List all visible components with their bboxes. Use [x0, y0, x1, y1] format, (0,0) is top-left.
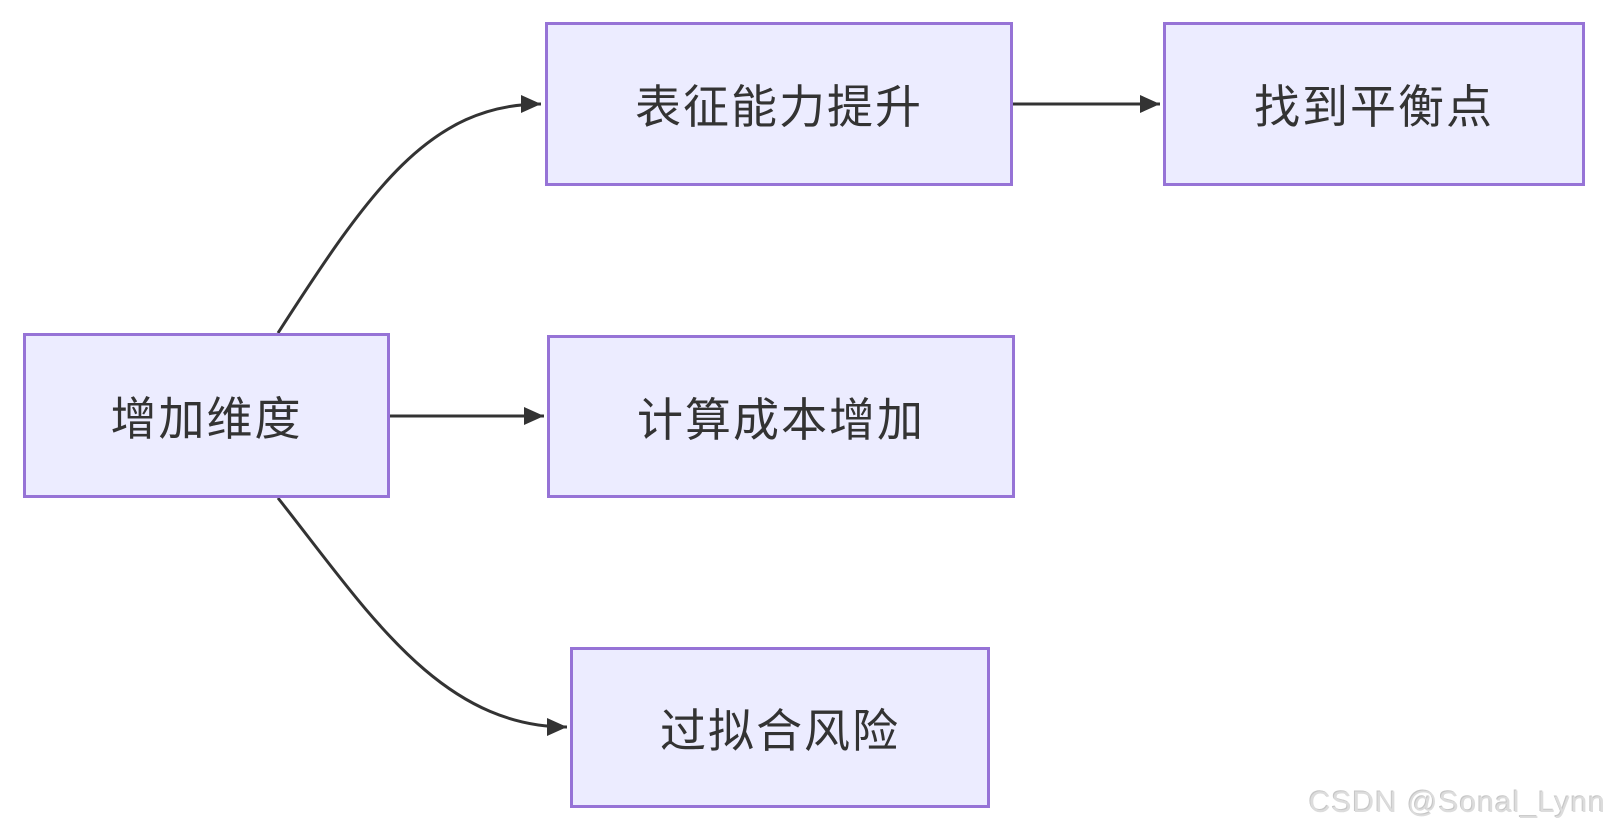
node-overfitting-risk-label: 过拟合风险 [660, 704, 900, 757]
edge-increase-dimension-to-representation [276, 95, 542, 334]
csdn-watermark: CSDN @Sonal_Lynn [1308, 786, 1606, 819]
node-find-balance-point: 找到平衡点 [1163, 22, 1585, 186]
node-compute-cost-increase-label: 计算成本增加 [637, 393, 925, 446]
node-representation-ability-up-label: 表征能力提升 [635, 81, 923, 133]
node-representation-ability-up: 表征能力提升 [545, 22, 1013, 186]
node-find-balance-point-label: 找到平衡点 [1254, 81, 1494, 133]
node-compute-cost-increase: 计算成本增加 [547, 335, 1015, 498]
edge-increase-dimension-to-overfitting [276, 497, 568, 736]
node-increase-dimension: 增加维度 [23, 333, 390, 498]
node-overfitting-risk: 过拟合风险 [570, 647, 990, 808]
node-increase-dimension-label: 增加维度 [110, 392, 303, 445]
